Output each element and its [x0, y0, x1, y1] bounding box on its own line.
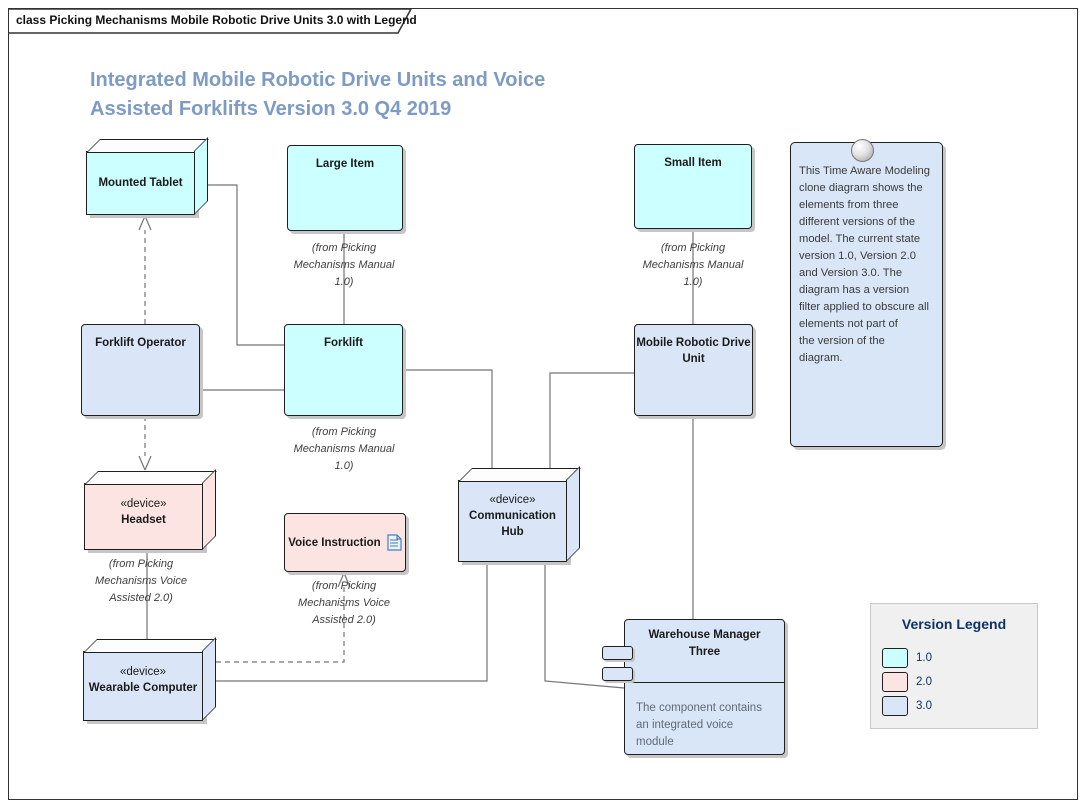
node-stereotype: «device»	[120, 498, 167, 510]
from-note-forklift: (from Picking Mechanisms Manual 1.0)	[293, 426, 395, 472]
component-warehouse-manager-three[interactable]: Warehouse Manager Three The component co…	[624, 619, 785, 755]
legend-swatch-2-0	[882, 672, 908, 692]
component-name: Warehouse Manager Three	[648, 629, 761, 658]
component-separator	[625, 682, 784, 683]
node-wearable-computer[interactable]: «device» Wearable Computer	[83, 651, 203, 721]
diagram-title-line2: Assisted Forklifts Version 3.0 Q4 2019	[90, 98, 452, 120]
legend-item-1-0: 1.0	[882, 648, 932, 668]
component-description: The component contains an integrated voi…	[636, 702, 762, 748]
node-stereotype: «device»	[119, 666, 167, 678]
from-note-large-item: (from Picking Mechanisms Manual 1.0)	[293, 242, 395, 288]
frame-tab-label: class Picking Mechanisms Mobile Robotic …	[16, 13, 417, 27]
node-communication-hub[interactable]: «device» Communication Hub	[458, 480, 567, 562]
diagram-frame	[8, 8, 1078, 800]
node-small-item[interactable]: Small Item	[634, 144, 752, 229]
diagram-title-line1: Integrated Mobile Robotic Drive Units an…	[90, 69, 546, 91]
node-mounted-tablet[interactable]: Mounted Tablet	[86, 151, 195, 215]
note-time-aware[interactable]: This Time Aware Modeling clone diagram s…	[790, 142, 943, 447]
node-voice-instruction[interactable]: Voice Instruction	[284, 513, 406, 572]
note-pin-icon	[851, 139, 874, 162]
node-label: Headset	[121, 514, 166, 526]
node-label: Forklift	[324, 337, 363, 349]
node-label: Voice Instruction	[288, 536, 381, 549]
node-label: Mounted Tablet	[98, 177, 183, 189]
node-label-line2: Hub	[501, 526, 524, 538]
node-mobile-robotic-drive-unit[interactable]: Mobile Robotic Drive Unit	[634, 324, 753, 416]
node-forklift[interactable]: Forklift	[284, 324, 403, 416]
node-large-item[interactable]: Large Item	[287, 145, 403, 231]
node-label: Small Item	[664, 157, 722, 169]
from-note-small-item: (from Picking Mechanisms Manual 1.0)	[642, 242, 744, 288]
component-port-1[interactable]	[602, 646, 633, 660]
legend-title: Version Legend	[901, 616, 1007, 632]
from-note-headset: (from Picking Mechanisms Voice Assisted …	[95, 558, 187, 604]
legend-item-2-0: 2.0	[882, 672, 932, 692]
diagram-title: Integrated Mobile Robotic Drive Units an…	[90, 66, 545, 124]
node-headset[interactable]: «device» Headset	[84, 483, 203, 550]
node-label: Large Item	[315, 158, 375, 170]
version-legend: Version Legend 1.0 2.0 3.0	[870, 603, 1038, 729]
legend-item-3-0: 3.0	[882, 696, 932, 716]
legend-label-2-0: 2.0	[916, 676, 932, 688]
node-label-line2: Unit	[682, 353, 705, 365]
node-label: Wearable Computer	[88, 682, 198, 694]
node-label: Forklift Operator	[95, 337, 186, 349]
legend-swatch-3-0	[882, 696, 908, 716]
node-forklift-operator[interactable]: Forklift Operator	[81, 324, 200, 416]
node-label-line1: Communication	[469, 510, 556, 522]
node-label-line1: Mobile Robotic Drive	[636, 337, 751, 349]
legend-swatch-1-0	[882, 648, 908, 668]
from-note-voice-instruction: (from Picking Mechanisms Voice Assisted …	[298, 580, 390, 626]
legend-label-1-0: 1.0	[916, 652, 932, 664]
legend-label-3-0: 3.0	[916, 700, 932, 712]
component-port-2[interactable]	[602, 667, 633, 681]
document-icon	[387, 534, 402, 551]
note-text: This Time Aware Modeling clone diagram s…	[799, 165, 930, 364]
node-stereotype: «device»	[489, 494, 536, 506]
